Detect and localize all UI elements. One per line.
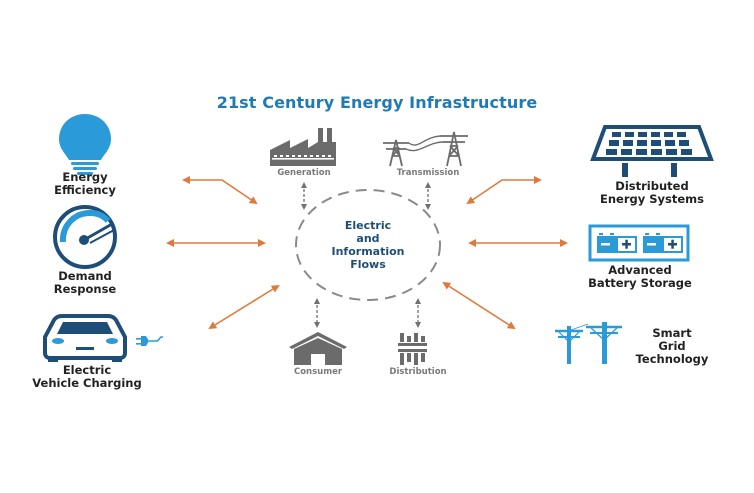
label-line: Grid [658, 339, 686, 353]
center-line: and [356, 232, 380, 245]
center-flow-label: Electric and Information Flows [318, 219, 418, 271]
label-line: Distributed [615, 179, 689, 193]
house-icon [289, 332, 347, 365]
center-line: Electric [344, 219, 392, 232]
utility-pole-icon [555, 322, 622, 364]
distribution-icon [398, 333, 427, 365]
arrow-distributed-energy [466, 176, 542, 205]
center-flow-circle [295, 189, 441, 301]
label-line: Advanced [608, 263, 672, 277]
arrow-smart-grid [442, 281, 516, 330]
generation-label: Generation [277, 168, 331, 178]
label-line: Efficiency [54, 183, 116, 197]
smart-grid-label: Smart Grid Technology [622, 327, 722, 366]
transmission-tower-icon [383, 131, 468, 167]
label-line: Energy [62, 170, 108, 184]
factory-icon [270, 128, 336, 166]
solar-panel-icon [590, 125, 714, 177]
transmission-label: Transmission [396, 168, 460, 178]
center-line: Flows [350, 258, 386, 271]
electric-car-icon [43, 314, 127, 362]
speedometer-icon [53, 205, 117, 269]
label-line: Vehicle Charging [32, 376, 142, 390]
demand-response-label: Demand Response [30, 270, 140, 296]
label-line: Demand [58, 269, 112, 283]
label-line: Technology [635, 352, 709, 366]
label-line: Smart [652, 326, 692, 340]
battery-storage-label: Advanced Battery Storage [570, 264, 710, 290]
arrow-energy-efficiency [182, 176, 258, 205]
consumer-label: Consumer [293, 367, 343, 377]
lightbulb-icon [59, 114, 111, 175]
distribution-label: Distribution [389, 367, 447, 377]
distributed-energy-label: Distributed Energy Systems [582, 180, 722, 206]
energy-efficiency-label: Energy Efficiency [30, 171, 140, 197]
label-line: Energy Systems [600, 192, 704, 206]
diagram-title: 21st Century Energy Infrastructure [216, 93, 538, 112]
battery-icon [588, 224, 690, 262]
ev-charging-label: Electric Vehicle Charging [12, 364, 162, 390]
label-line: Battery Storage [588, 276, 692, 290]
center-line: Information [331, 245, 405, 258]
label-line: Response [53, 282, 117, 296]
label-line: Electric [62, 363, 112, 377]
arrow-ev-charging [208, 284, 280, 330]
plug-icon [136, 336, 164, 346]
